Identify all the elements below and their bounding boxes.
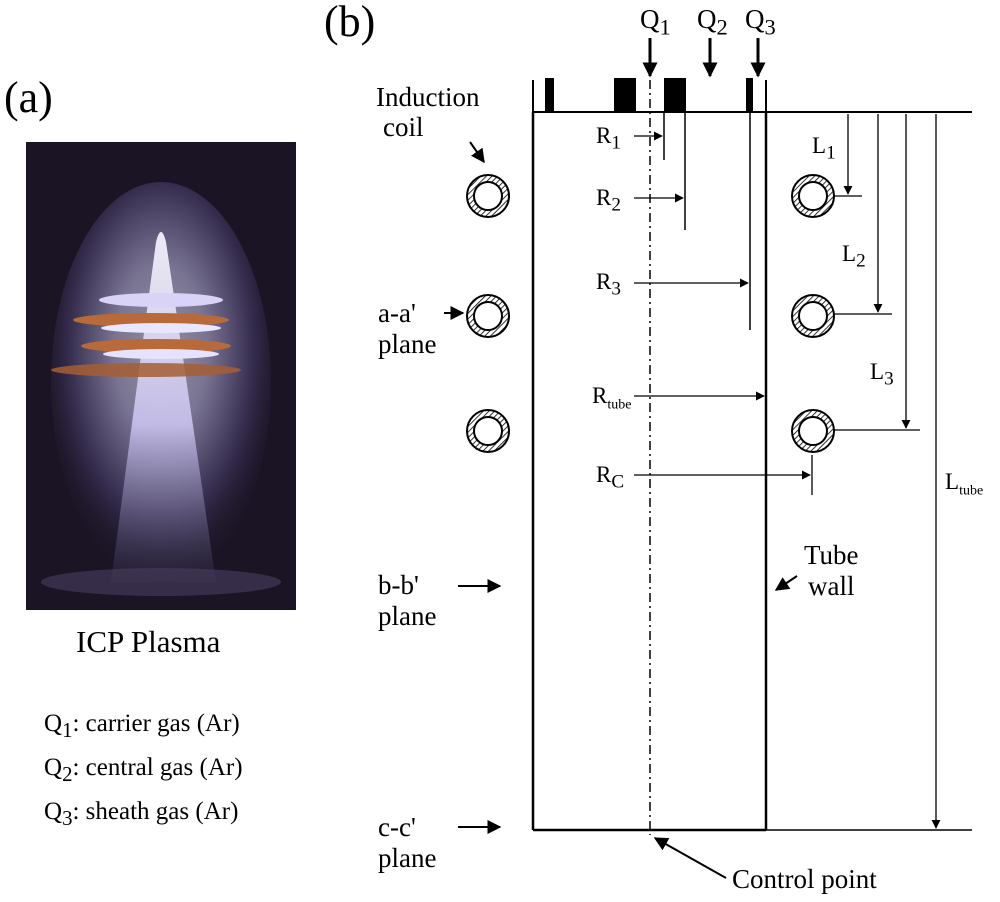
coil-cross-sections: [466, 174, 835, 453]
inlet-walls: [545, 78, 753, 112]
radius-label-rtube: Rtube: [592, 383, 632, 413]
plane-b-label: b-b' plane: [378, 570, 437, 631]
coil-left-2: [466, 294, 510, 338]
coil-right-3: [791, 409, 835, 453]
radius-label-rc: RC: [596, 462, 625, 493]
coil-turns: [51, 293, 241, 377]
icp-plasma-photo: [26, 142, 296, 610]
legend-item-q3: Q3: sheath gas (Ar): [44, 798, 239, 830]
gas-legend: Q1: carrier gas (Ar) Q2: central gas (Ar…: [44, 708, 243, 834]
coil-left-1: [466, 174, 510, 218]
length-label-ltube: Ltube: [945, 469, 984, 499]
panel-b-label: (b): [324, 0, 376, 46]
label-pointers: [444, 141, 798, 879]
length-arrows: [834, 114, 941, 829]
length-label-l2: L2: [842, 241, 866, 272]
legend-item-q2: Q2: central gas (Ar): [44, 754, 243, 786]
panel-a-label: (a): [4, 73, 53, 122]
induction-coil-label: Induction coil: [376, 82, 480, 142]
plane-a-label: a-a' plane: [378, 298, 437, 359]
inner-tubes: [663, 112, 751, 330]
length-label-l3: L3: [870, 359, 894, 390]
radius-label-r1: R1: [596, 123, 621, 154]
photo-caption: ICP Plasma: [76, 624, 221, 659]
radius-label-r3: R3: [596, 269, 621, 300]
radius-label-r2: R2: [596, 185, 621, 216]
plane-c-label: c-c' plane: [378, 812, 437, 873]
flow-arrows: [642, 38, 766, 78]
radius-arrows: [634, 131, 813, 495]
length-label-l1: L1: [812, 133, 836, 164]
tube-wall-label: Tube wall: [804, 540, 859, 601]
legend-item-q1: Q1: carrier gas (Ar): [44, 710, 240, 742]
coil-left-3: [466, 409, 510, 453]
coil-right-2: [791, 294, 835, 338]
flow-label-q3: Q3: [745, 4, 776, 40]
control-point-label: Control point: [732, 864, 877, 894]
coil-right-1: [791, 174, 835, 218]
flow-label-q2: Q2: [697, 4, 728, 40]
flow-label-q1: Q1: [640, 4, 671, 40]
